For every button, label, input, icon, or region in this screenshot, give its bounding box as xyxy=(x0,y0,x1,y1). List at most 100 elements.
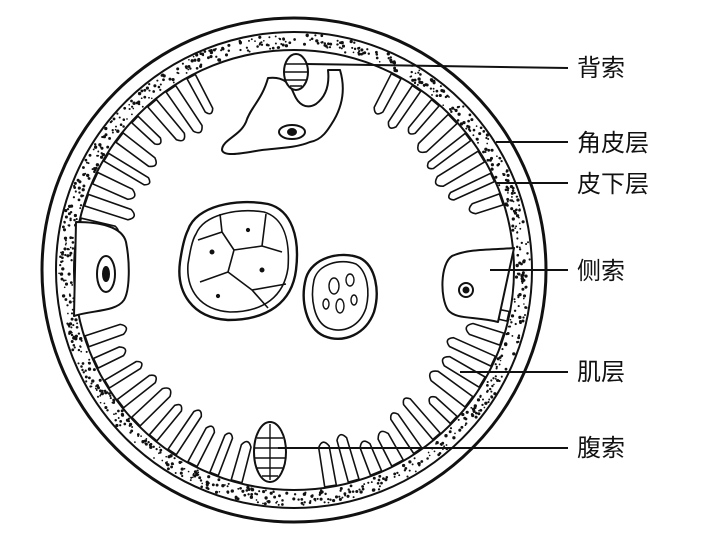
stipple-dot xyxy=(353,496,355,498)
stipple-dot xyxy=(419,73,422,76)
stipple-dot xyxy=(449,430,452,433)
stipple-dot xyxy=(423,85,425,87)
stipple-dot xyxy=(95,385,97,387)
stipple-dot xyxy=(515,276,518,279)
stipple-dot xyxy=(264,502,267,505)
stipple-dot xyxy=(490,379,492,381)
stipple-dot xyxy=(228,49,230,51)
stipple-dot xyxy=(61,251,64,254)
stipple-dot xyxy=(339,498,342,501)
stipple-dot xyxy=(499,157,502,160)
stipple-dot xyxy=(350,485,353,488)
stipple-dot xyxy=(63,228,66,231)
stipple-dot xyxy=(414,457,416,459)
stipple-dot xyxy=(206,481,209,484)
stipple-dot xyxy=(511,335,513,337)
muscle-cell xyxy=(466,324,504,346)
stipple-dot xyxy=(59,264,61,266)
stipple-dot xyxy=(94,143,96,145)
stipple-dot xyxy=(340,487,343,490)
stipple-dot xyxy=(165,456,167,458)
stipple-dot xyxy=(519,223,521,225)
stipple-dot xyxy=(235,497,238,500)
stipple-dot xyxy=(412,463,414,465)
stipple-dot xyxy=(521,280,524,283)
stipple-dot xyxy=(197,472,199,474)
stipple-dot xyxy=(502,173,504,175)
stipple-dot xyxy=(60,272,63,275)
stipple-dot xyxy=(231,489,234,492)
stipple-dot xyxy=(141,97,143,99)
stipple-dot xyxy=(339,41,342,44)
stipple-dot xyxy=(159,446,161,448)
stipple-dot xyxy=(88,367,91,370)
stipple-dot xyxy=(104,127,107,130)
stipple-dot xyxy=(175,472,177,474)
stipple-dot xyxy=(68,249,70,251)
stipple-dot xyxy=(200,479,202,481)
stipple-dot xyxy=(80,365,83,368)
muscle-cell xyxy=(231,442,251,483)
stipple-dot xyxy=(69,254,71,256)
stipple-dot xyxy=(187,68,189,70)
stipple-dot xyxy=(78,199,81,202)
stipple-dot xyxy=(131,106,133,108)
stipple-dot xyxy=(69,236,72,239)
stipple-dot xyxy=(285,44,288,47)
stipple-dot xyxy=(68,273,71,276)
stipple-dot xyxy=(188,59,190,61)
stipple-dot xyxy=(91,379,94,382)
stipple-dot xyxy=(485,137,487,139)
stipple-dot xyxy=(509,199,511,201)
stipple-dot xyxy=(470,118,473,121)
stipple-dot xyxy=(62,294,65,297)
stipple-dot xyxy=(325,44,328,47)
stipple-dot xyxy=(512,217,515,220)
stipple-dot xyxy=(78,187,81,190)
stipple-dot xyxy=(142,106,144,108)
stipple-dot xyxy=(417,462,420,465)
stipple-dot xyxy=(477,398,480,401)
stipple-dot xyxy=(417,72,419,74)
stipple-dot xyxy=(166,461,168,463)
stipple-dot xyxy=(371,481,373,483)
stipple-dot xyxy=(84,173,86,175)
stipple-dot xyxy=(152,90,155,93)
stipple-dot xyxy=(71,284,73,286)
stipple-dot xyxy=(516,264,519,267)
stipple-dot xyxy=(499,363,501,365)
muscle-cell xyxy=(360,441,382,475)
stipple-dot xyxy=(516,198,519,201)
stipple-dot xyxy=(79,337,82,340)
stipple-dot xyxy=(486,384,489,387)
stipple-dot xyxy=(172,78,175,81)
stipple-dot xyxy=(144,442,146,444)
stipple-dot xyxy=(382,477,385,480)
stipple-dot xyxy=(69,293,71,295)
stipple-dot xyxy=(511,192,514,195)
stipple-dot xyxy=(520,263,523,266)
stipple-dot xyxy=(329,46,331,48)
stipple-dot xyxy=(324,493,326,495)
stipple-dot xyxy=(71,334,73,336)
stipple-dot xyxy=(74,318,77,321)
stipple-dot xyxy=(411,71,413,73)
stipple-dot xyxy=(81,369,83,371)
stipple-dot xyxy=(487,149,490,152)
label-ventral-cord: 腹索 xyxy=(577,436,625,460)
stipple-dot xyxy=(292,497,295,500)
stipple-dot xyxy=(225,53,228,56)
stipple-dot xyxy=(479,409,482,412)
stipple-dot xyxy=(414,82,416,84)
stipple-dot xyxy=(70,247,72,249)
stipple-dot xyxy=(148,83,150,85)
stipple-dot xyxy=(279,38,281,40)
stipple-dot xyxy=(494,176,497,179)
stipple-dot xyxy=(76,326,79,329)
stipple-dot xyxy=(156,80,158,82)
stipple-dot xyxy=(507,189,509,191)
stipple-dot xyxy=(241,490,244,493)
stipple-dot xyxy=(58,272,60,274)
stipple-dot xyxy=(73,196,75,198)
stipple-dot xyxy=(113,117,116,120)
